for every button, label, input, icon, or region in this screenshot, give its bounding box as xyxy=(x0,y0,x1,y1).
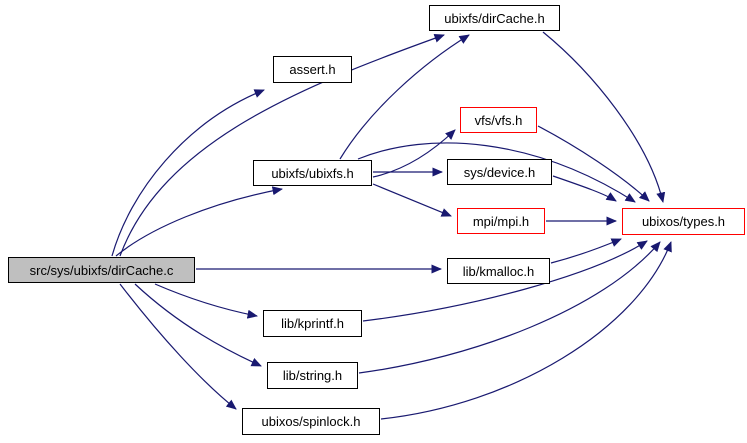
node-lib-kprintf-h[interactable]: lib/kprintf.h xyxy=(263,310,362,337)
edge-dircache-h-to-types-h xyxy=(542,31,666,203)
edge-ubixfs-h-to-dircache-h xyxy=(339,34,470,160)
edge-string-h-to-types-h xyxy=(358,241,661,374)
node-vfs-vfs-h[interactable]: vfs/vfs.h xyxy=(460,107,537,133)
edge-ubixfs-h-to-types-h xyxy=(357,142,636,203)
edge-ubixfs-h-to-mpi-h xyxy=(372,183,452,217)
node-lib-string-h[interactable]: lib/string.h xyxy=(267,362,358,389)
node-ubixfs-ubixfs-h[interactable]: ubixfs/ubixfs.h xyxy=(253,160,372,186)
edge-ubixfs-h-to-vfs-h xyxy=(372,129,456,178)
node-sys-device-h[interactable]: sys/device.h xyxy=(447,159,552,185)
edge-vfs-h-to-types-h xyxy=(537,125,650,202)
node-assert-h[interactable]: assert.h xyxy=(273,56,352,83)
edge-kprintf-h-to-types-h xyxy=(362,240,648,322)
node-src-sys-ubixfs-dircache-c: src/sys/ubixfs/dirCache.c xyxy=(8,257,195,283)
edge-spinlock-h-to-types-h xyxy=(380,241,672,420)
edge-dircache-c-to-ubixfs-h xyxy=(115,186,283,257)
edge-dircache-c-to-kprintf-h xyxy=(154,283,258,319)
node-mpi-mpi-h[interactable]: mpi/mpi.h xyxy=(457,208,545,234)
node-ubixos-types-h[interactable]: ubixos/types.h xyxy=(622,208,745,235)
node-ubixos-spinlock-h[interactable]: ubixos/spinlock.h xyxy=(242,408,380,435)
node-lib-kmalloc-h[interactable]: lib/kmalloc.h xyxy=(447,258,550,284)
edge-kmalloc-h-to-types-h xyxy=(550,238,622,264)
edge-device-h-to-types-h xyxy=(552,175,617,202)
edge-dircache-c-to-spinlock-h xyxy=(119,283,237,410)
edge-dircache-c-to-dircache-h xyxy=(119,33,445,257)
edge-dircache-c-to-string-h xyxy=(134,283,262,367)
edge-dircache-c-to-assert-h xyxy=(111,89,265,257)
node-ubixfs-dircache-h[interactable]: ubixfs/dirCache.h xyxy=(429,5,560,31)
